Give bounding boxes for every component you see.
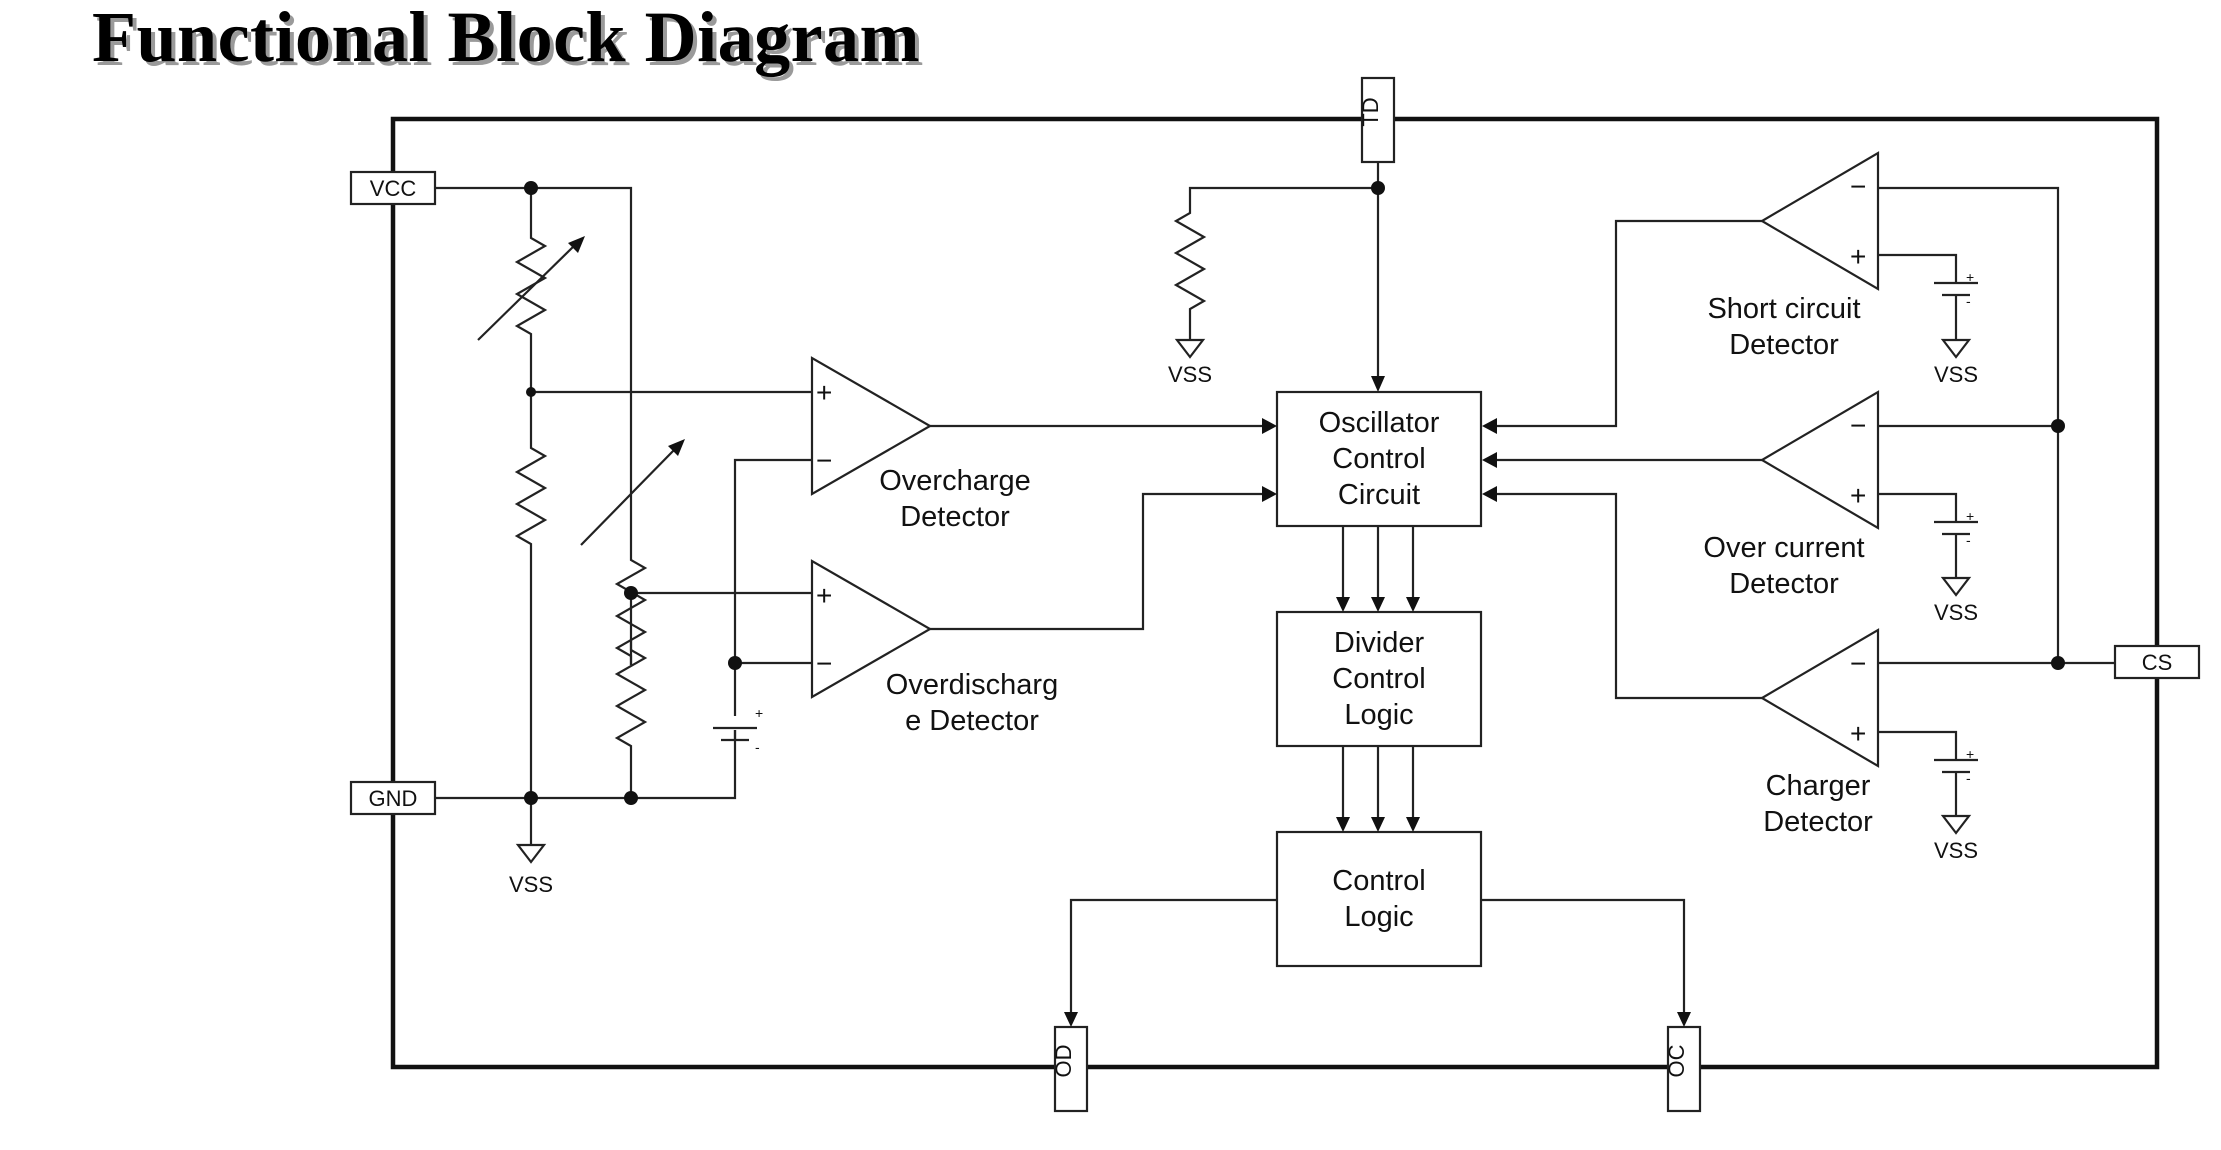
ground-vss-left: VSS [509, 843, 553, 897]
short-circuit-label-1: Short circuit [1707, 293, 1860, 325]
pin-cs-label: CS [2142, 650, 2173, 675]
svg-text:Logic: Logic [1344, 699, 1413, 731]
pin-od: OD [1051, 1025, 1089, 1113]
svg-text:+: + [816, 377, 832, 408]
short-circuit-label-2: Detector [1729, 329, 1839, 361]
divider-control-logic: Divider Control Logic [1275, 610, 1483, 748]
pin-oc: OC [1664, 1025, 1702, 1113]
osc-to-divider-arrows [1336, 526, 1420, 612]
charger-label-2: Detector [1763, 806, 1873, 838]
charger-label-1: Charger [1766, 770, 1871, 802]
svg-text:+: + [816, 580, 832, 611]
svg-text:−: − [1850, 410, 1866, 441]
pin-gnd-label: GND [369, 786, 418, 811]
svg-text:−: − [1850, 171, 1866, 202]
svg-text:Control: Control [1332, 663, 1426, 695]
ic-boundary [390, 116, 2160, 1070]
pin-td: TD [1358, 76, 1396, 164]
svg-text:Control: Control [1332, 443, 1426, 475]
svg-text:Logic: Logic [1344, 901, 1413, 933]
svg-text:-: - [1966, 532, 1971, 548]
vss-label-td: VSS [1168, 362, 1212, 387]
svg-text:+: + [755, 705, 763, 721]
oscillator-control-circuit: Oscillator Control Circuit [1275, 390, 1483, 528]
vss-label-overcurrent: VSS [1934, 600, 1978, 625]
pin-td-label: TD [1358, 97, 1383, 126]
control-logic: Control Logic [1275, 830, 1483, 968]
short-circuit-comparator: − + + - [1497, 151, 2060, 665]
left-network-wires [435, 186, 812, 845]
overdischarge-comparator: + − [810, 492, 1262, 699]
over-current-comparator: − + + - [1497, 390, 2058, 597]
svg-text:−: − [816, 648, 832, 679]
overcharge-comparator: + − [810, 356, 1262, 496]
overdischarge-detector-label-1: Overdischarg [886, 669, 1058, 701]
vss-label-left: VSS [509, 872, 553, 897]
control-outputs [1064, 898, 1691, 1027]
svg-text:-: - [1966, 770, 1971, 786]
pin-vcc: VCC [349, 170, 437, 206]
svg-text:+: + [1966, 269, 1974, 285]
vss-label-charger: VSS [1934, 838, 1978, 863]
svg-text:+: + [1850, 718, 1866, 749]
svg-text:Oscillator: Oscillator [1319, 407, 1440, 439]
pin-vcc-label: VCC [370, 176, 417, 201]
svg-text:Circuit: Circuit [1338, 479, 1420, 511]
svg-text:−: − [816, 445, 832, 476]
svg-text:+: + [1850, 241, 1866, 272]
reference-battery-left: + - [713, 705, 763, 755]
pin-od-label: OD [1051, 1045, 1076, 1078]
pin-gnd: GND [349, 780, 437, 816]
variable-resistor-1 [514, 228, 548, 348]
over-current-label-2: Detector [1729, 568, 1839, 600]
over-current-label-1: Over current [1703, 532, 1864, 564]
pin-oc-label: OC [1664, 1044, 1689, 1077]
svg-text:Control: Control [1332, 865, 1426, 897]
pin-cs: CS [2113, 644, 2201, 680]
svg-text:+: + [1966, 508, 1974, 524]
resistor-2 [514, 438, 548, 553]
overcharge-detector-label-1: Overcharge [879, 465, 1031, 497]
td-network [1173, 162, 1385, 392]
overdischarge-detector-label-2: e Detector [905, 705, 1039, 737]
svg-text:Divider: Divider [1334, 627, 1425, 659]
charger-comparator: − + + - [1497, 492, 2115, 835]
vss-label-short: VSS [1934, 362, 1978, 387]
page-title: Functional Block Diagram [92, 0, 921, 77]
svg-text:−: − [1850, 648, 1866, 679]
svg-text:-: - [1966, 293, 1971, 309]
svg-text:+: + [1966, 746, 1974, 762]
divider-to-control-arrows [1336, 746, 1420, 832]
svg-text:+: + [1850, 480, 1866, 511]
overcharge-detector-label-2: Detector [900, 501, 1010, 533]
svg-text:-: - [755, 739, 760, 755]
variable-resistor-3 [614, 550, 648, 665]
resistor-4 [614, 640, 648, 755]
